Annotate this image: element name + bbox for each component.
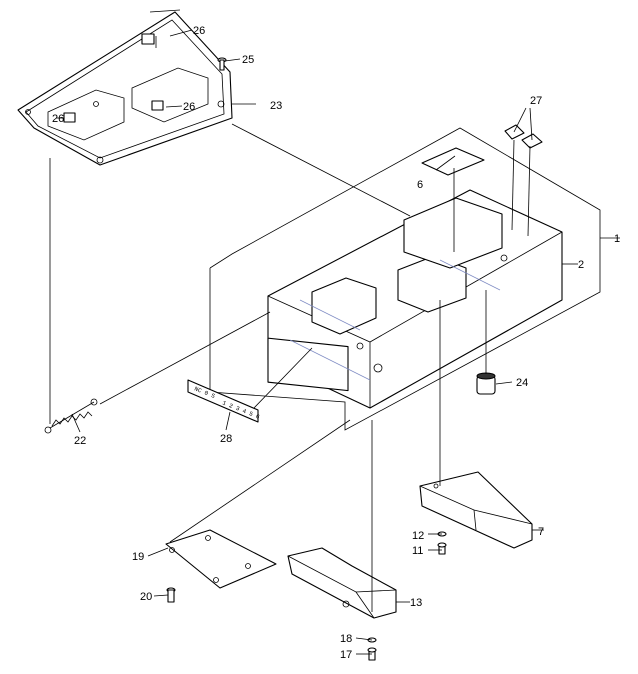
callout-20: 20 <box>140 591 152 603</box>
callout-26-left: 26 <box>52 113 64 125</box>
callout-1: 1 <box>614 233 620 245</box>
callout-11: 11 <box>412 545 423 557</box>
callout-2: 2 <box>578 259 584 271</box>
base-assembly <box>209 127 601 431</box>
callout-24: 24 <box>516 377 528 389</box>
callout-28: 28 <box>220 433 232 445</box>
screw-washer-right <box>437 531 447 555</box>
callout-7: 7 <box>538 526 544 538</box>
callout-26-top: 26 <box>193 25 205 37</box>
callout-13: 13 <box>410 597 422 609</box>
callout-17: 17 <box>340 649 352 661</box>
screw-top <box>217 57 227 71</box>
rubber-foot <box>476 372 496 395</box>
callout-6: 6 <box>417 179 423 191</box>
callout-labels: 1 2 6 7 11 12 13 17 18 19 20 22 23 24 25… <box>52 25 620 661</box>
scale-label: NC 0 S 1 2 3 4 5 6 <box>187 379 261 423</box>
callout-27: 27 <box>530 95 542 107</box>
callout-26-mid: 26 <box>183 101 195 113</box>
top-plate <box>17 9 233 166</box>
leader-lines <box>49 29 620 655</box>
cover-plate <box>165 529 277 589</box>
callout-25: 25 <box>242 54 254 66</box>
bracket-right <box>419 471 533 549</box>
callout-18: 18 <box>340 633 352 645</box>
pad-pair <box>504 124 543 149</box>
label-plate <box>421 147 485 176</box>
callout-19: 19 <box>132 551 144 563</box>
callout-22: 22 <box>74 435 86 447</box>
screw-plate <box>166 587 176 603</box>
bracket-lower <box>287 547 397 619</box>
screw-washer-lower <box>367 637 377 661</box>
spring <box>44 398 98 434</box>
callout-23: 23 <box>270 100 282 112</box>
callout-12: 12 <box>412 530 424 542</box>
